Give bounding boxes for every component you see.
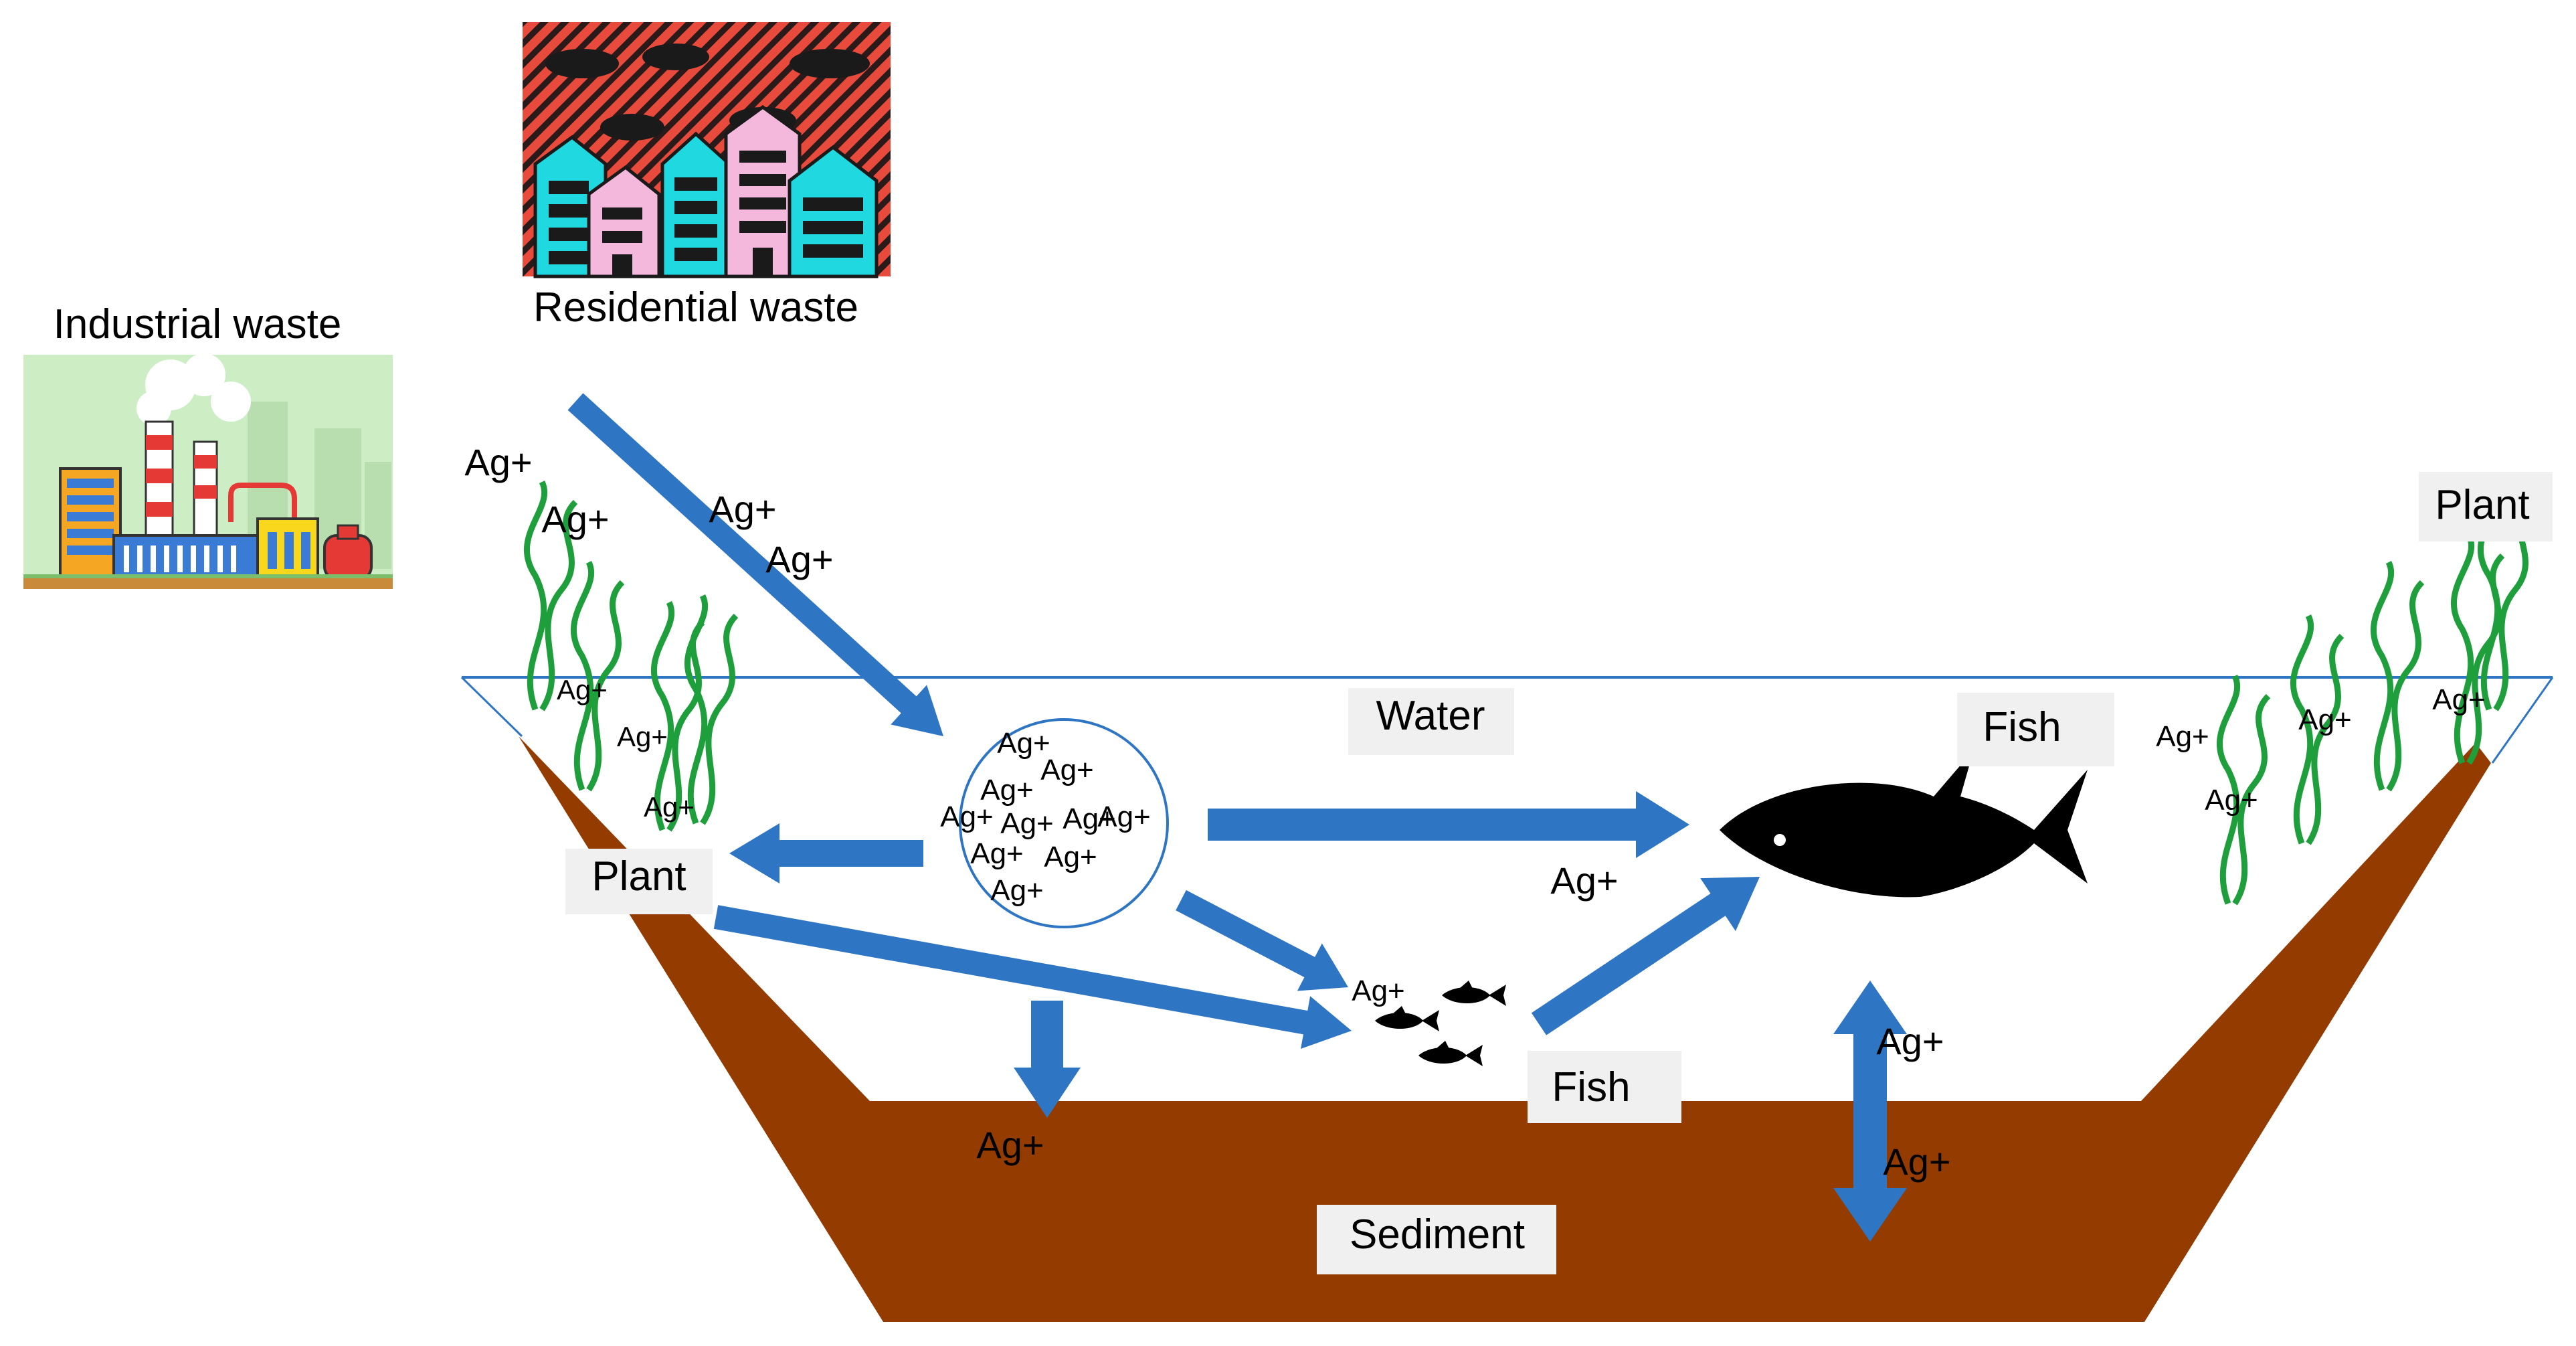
label-fish-small: Fish <box>1552 1064 1630 1110</box>
ion-label: Ag+ <box>541 498 609 540</box>
flow-arrows <box>567 393 1907 1242</box>
ion-label: Ag+ <box>1883 1141 1950 1183</box>
industrial-waste-image <box>23 353 393 589</box>
ion-label: Ag+ <box>980 774 1034 807</box>
ion-label: Ag+ <box>940 801 994 833</box>
ion-label: Ag+ <box>1044 841 1097 873</box>
large-fish-image <box>1720 750 2088 898</box>
ion-label: Ag+ <box>2432 683 2486 716</box>
sediment-layer <box>519 736 2491 1322</box>
ion-label: Ag+ <box>990 874 1044 907</box>
arrow-plant-to-smallfish <box>713 905 1352 1049</box>
ion-label: Ag+ <box>2156 720 2209 753</box>
label-sediment: Sediment <box>1350 1211 1525 1258</box>
ion-label: Ag+ <box>976 1124 1044 1166</box>
label-box-fish-small <box>1528 1051 1681 1123</box>
ion-label: Ag+ <box>2205 784 2258 817</box>
residential-waste-image <box>523 22 891 278</box>
ion-label: Ag+ <box>997 727 1050 760</box>
label-industrial-waste: Industrial waste <box>54 301 342 347</box>
ion-label: Ag+ <box>464 441 532 483</box>
ion-label: Ag+ <box>1097 801 1151 833</box>
arrow-cloud-to-fish <box>1208 791 1689 858</box>
label-box-sediment <box>1317 1205 1556 1274</box>
arrow-residential-to-water <box>567 393 943 736</box>
label-box-fish-large <box>1957 693 2114 766</box>
ion-label: Ag+ <box>1550 859 1618 902</box>
ion-cloud <box>959 718 1169 928</box>
label-box-water <box>1348 688 1514 755</box>
label-plant-left: Plant <box>591 853 686 900</box>
bank-line-left <box>460 676 523 738</box>
arrow-cloud-to-smallfish <box>1176 890 1348 991</box>
label-box-plant-right <box>2419 472 2553 541</box>
ion-label: Ag+ <box>1352 975 1405 1007</box>
bank-line-right <box>2491 677 2554 764</box>
label-box-plant-left <box>565 849 713 914</box>
ion-label: Ag+ <box>709 488 776 530</box>
ion-label: Ag+ <box>644 791 695 823</box>
ion-label: Ag+ <box>557 674 608 705</box>
ion-label: Ag+ <box>970 837 1024 870</box>
ion-label: Ag+ <box>617 721 668 752</box>
ion-label: Ag+ <box>1040 754 1094 786</box>
label-water: Water <box>1376 693 1485 739</box>
ion-label: Ag+ <box>1876 1020 1944 1062</box>
ion-label: Ag+ <box>2298 703 2352 736</box>
label-fish-large: Fish <box>1983 704 2061 750</box>
ion-label: Ag+ <box>765 538 833 580</box>
ion-label: Ag+ <box>1063 803 1116 835</box>
label-residential-waste: Residential waste <box>533 284 858 331</box>
arrow-cloud-to-plant <box>729 823 923 884</box>
arrow-down-to-sediment <box>1014 1001 1081 1118</box>
label-plant-right: Plant <box>2435 482 2529 528</box>
ion-label: Ag+ <box>1000 807 1054 840</box>
arrow-fish-sediment-exchange <box>1833 981 1907 1242</box>
arrow-smallfish-to-fish <box>1531 877 1760 1035</box>
